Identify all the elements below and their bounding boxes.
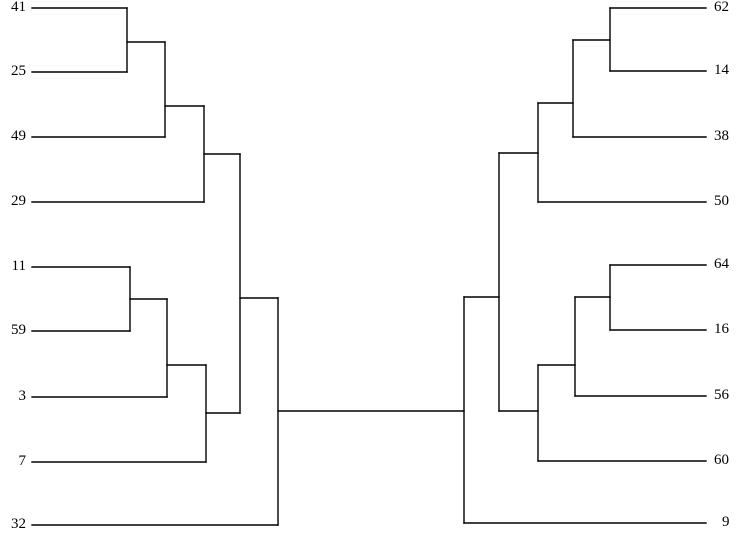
right-leaf-label: 56 — [714, 387, 729, 403]
left-leaf-label: 41 — [11, 0, 26, 15]
right-leaf-label: 16 — [714, 321, 729, 337]
right-leaf-label: 38 — [714, 128, 729, 144]
left-leaf-label: 25 — [11, 63, 26, 79]
left-leaf-label: 3 — [18, 388, 27, 404]
right-leaf-label: 9 — [722, 514, 730, 530]
right-leaf-label: 14 — [714, 62, 729, 78]
right-leaf-label: 62 — [714, 0, 729, 15]
right-leaf-label: 64 — [714, 256, 729, 272]
left-leaf-label: 11 — [11, 258, 26, 274]
left-leaf-label: 49 — [11, 128, 26, 144]
left-leaf-label: 59 — [11, 322, 26, 338]
left-leaf-label: 29 — [11, 193, 26, 209]
left-leaf-label: 32 — [11, 516, 26, 532]
left-leaf-label: 7 — [18, 453, 27, 469]
right-leaf-label: 60 — [714, 452, 729, 468]
right-leaf-label: 50 — [714, 193, 729, 209]
